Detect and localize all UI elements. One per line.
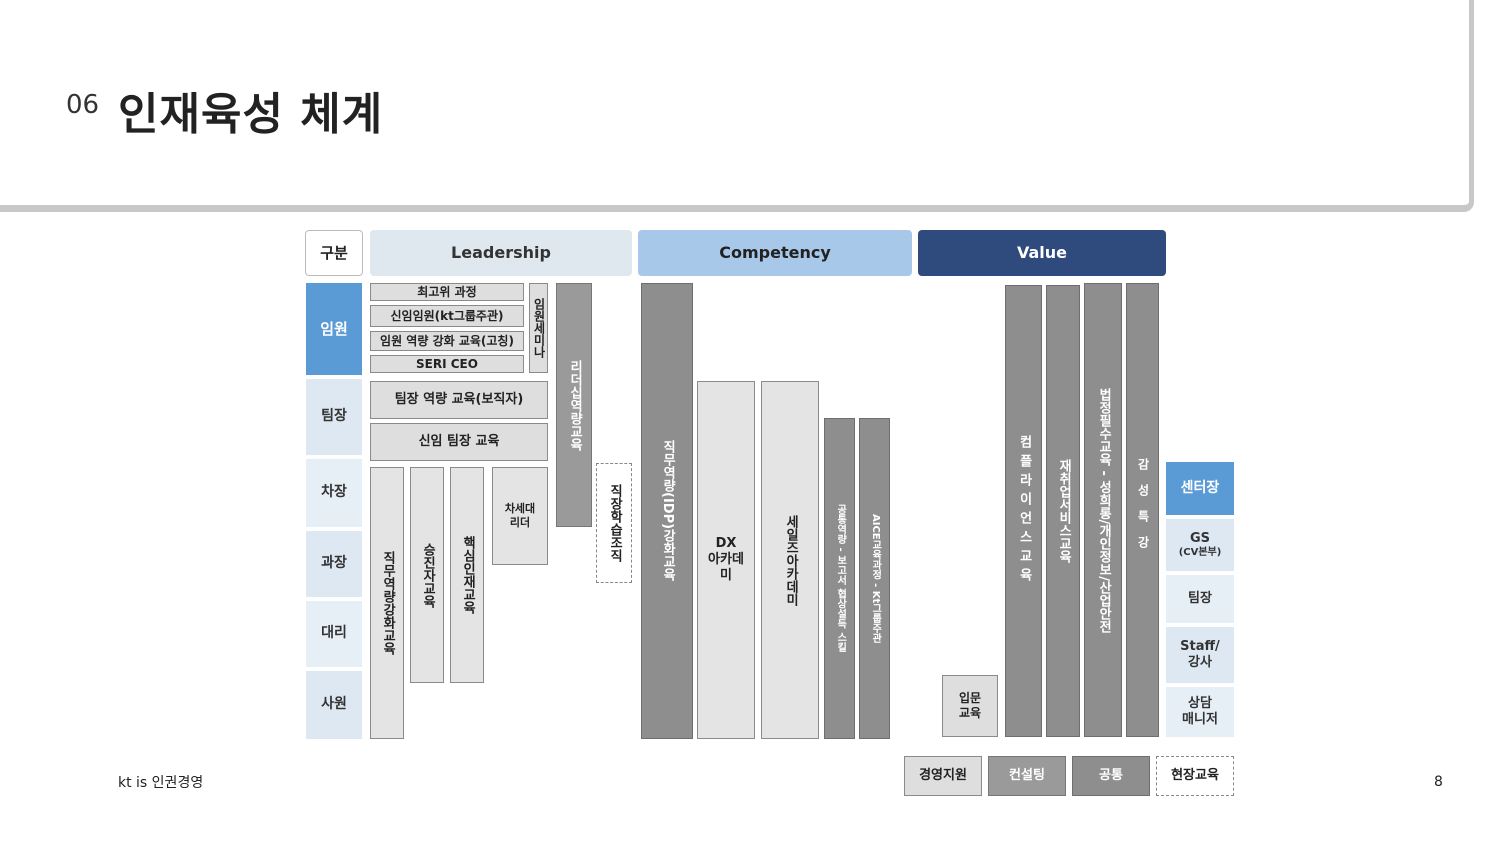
exec-seminar: 임원세미나 <box>529 283 548 373</box>
promotion-label: 승진자교육 <box>420 542 436 608</box>
new-team-leader-course: 신임 팀장 교육 <box>370 423 548 461</box>
exec-coaching-course: 임원 역량 강화 교육(고칭) <box>370 331 524 351</box>
page-title: 인재육성 체계 <box>118 89 384 140</box>
common-competency-course: 공통역량 - 보고서 협상설득 스킬 <box>824 418 855 739</box>
sensitivity-lecture: 감성특강 <box>1126 283 1159 737</box>
core-talent-label: 핵심인재교육 <box>460 536 476 614</box>
sales-academy: 세일즈아카데미 <box>761 381 819 739</box>
right-level-staff-label: Staff/ <box>1180 638 1220 654</box>
category-header: 구분 <box>305 230 363 276</box>
level-assistant-manager: 대리 <box>306 601 362 667</box>
compliance-course: 컴플라이언스교육 <box>1005 285 1042 737</box>
reemployment-label: 재취업서비스교육 <box>1056 459 1072 563</box>
level-manager: 과장 <box>306 531 362 597</box>
legend-field-training: 현장교육 <box>1156 756 1234 796</box>
right-level-center-head: 센터장 <box>1166 462 1234 515</box>
common-competency-label: 공통역량 - 보고서 협상설득 스킬 <box>834 504 846 653</box>
aice-label: AICE교육과정 - Kt그룹주관 <box>869 513 881 644</box>
legal-required-course: 법정필수교육 - 성희롱/개인정보/산업안전 <box>1084 283 1122 737</box>
new-exec-course: 신임임원(kt그룹주관) <box>370 305 524 327</box>
right-level-gs: GS (CV본부) <box>1166 519 1234 571</box>
section-number: 06 <box>66 90 100 120</box>
compliance-label: 컴플라이언스교육 <box>1016 435 1032 587</box>
workplace-learning-label: 직장학습조직 <box>607 484 623 562</box>
leadership-competency-label: 리더십역량교육 <box>567 359 583 451</box>
reemployment-course: 재취업서비스교육 <box>1046 285 1080 737</box>
seri-ceo-course: SERI CEO <box>370 355 524 373</box>
workplace-learning-group: 직장학습조직 <box>596 463 632 583</box>
sales-academy-label: 세일즈아카데미 <box>783 514 799 606</box>
level-staff: 사원 <box>306 671 362 739</box>
right-level-counsel-manager: 상담 매니저 <box>1166 687 1234 737</box>
intro-course: 입문교육 <box>942 675 998 737</box>
leadership-competency-course: 리더십역량교육 <box>556 283 592 527</box>
footer-brand: kt is 인권경영 <box>118 775 204 791</box>
idp-course: 직무역량(IDP)강화교육 <box>641 283 693 739</box>
right-level-gs-sub: (CV본부) <box>1178 546 1222 558</box>
right-level-instructor-label: 강사 <box>1188 655 1212 670</box>
level-executive: 임원 <box>306 283 362 375</box>
level-deputy-manager: 차장 <box>306 459 362 527</box>
aice-course: AICE교육과정 - Kt그룹주관 <box>859 418 890 739</box>
header-panel <box>0 0 1474 212</box>
team-leader-course: 팀장 역량 교육(보직자) <box>370 381 548 419</box>
right-level-counsel-label: 상담 <box>1188 695 1212 711</box>
top-exec-course: 최고위 과정 <box>370 283 524 301</box>
right-level-manager-label: 매니저 <box>1182 712 1218 727</box>
dx-academy: DX 아카데미 <box>697 381 755 739</box>
sensitivity-label: 감성특강 <box>1136 458 1150 562</box>
job-competency-label: 직무역량강화교육 <box>380 551 396 655</box>
exec-seminar-label: 임원세미나 <box>532 298 546 358</box>
legend-consulting: 컨설팅 <box>988 756 1066 796</box>
right-level-team-leader: 팀장 <box>1166 575 1234 623</box>
legend-common: 공통 <box>1072 756 1150 796</box>
core-talent-course: 핵심인재교육 <box>450 467 484 683</box>
right-level-gs-label: GS <box>1189 530 1211 546</box>
promotion-course: 승진자교육 <box>410 467 444 683</box>
value-header: Value <box>918 230 1166 276</box>
right-level-staff-instructor: Staff/ 강사 <box>1166 627 1234 683</box>
legal-required-label: 법정필수교육 - 성희롱/개인정보/산업안전 <box>1096 387 1112 633</box>
level-team-leader: 팀장 <box>306 379 362 455</box>
leadership-header: Leadership <box>370 230 632 276</box>
next-gen-leader-course: 차세대 리더 <box>492 467 548 565</box>
idp-label: 직무역량(IDP)강화교육 <box>660 440 676 582</box>
competency-header: Competency <box>638 230 912 276</box>
job-competency-course: 직무역량강화교육 <box>370 467 404 739</box>
legend-management-support: 경영지원 <box>904 756 982 796</box>
page-number: 8 <box>1434 774 1443 790</box>
